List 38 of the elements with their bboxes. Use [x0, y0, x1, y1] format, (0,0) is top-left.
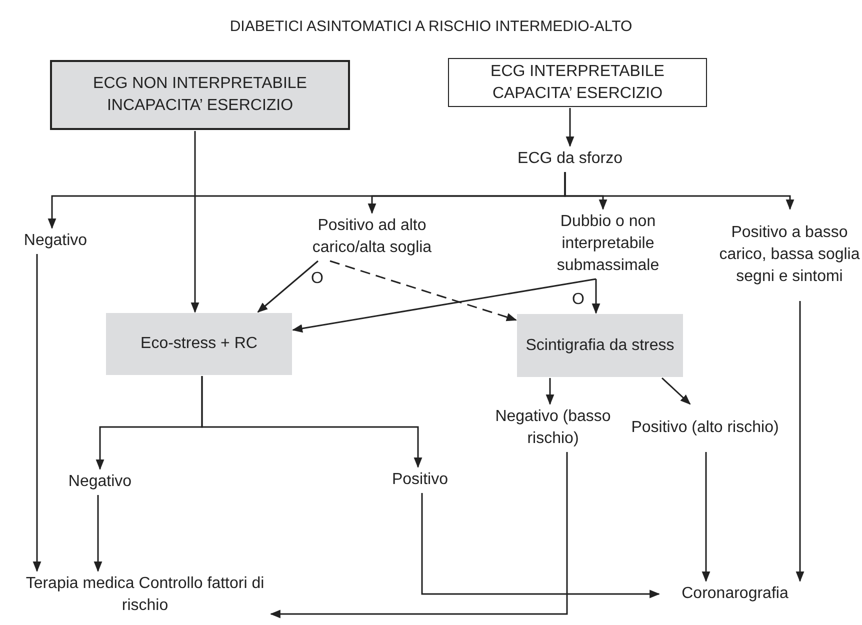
arrow — [190, 131, 200, 314]
arrow — [421, 493, 660, 598]
outcome-text: Coronarografia — [660, 582, 810, 606]
arrow — [566, 108, 574, 148]
outcome-text: Terapia medica Controllo fattori di rischio — [20, 572, 270, 618]
outcome-text: Positivo — [375, 468, 465, 492]
outcome-text: Negativo — [8, 229, 103, 253]
diagram-title: DIABETICI ASINTOMATICI A RISCHIO INTERMEDIO-ALTO — [228, 18, 634, 35]
process-box — [517, 314, 683, 377]
process-box — [106, 313, 292, 375]
or-label: O — [572, 291, 584, 309]
box-label: ECG NON INTERPRETABILE INCAPACITA’ ESERCIZIO — [92, 74, 308, 116]
arrow — [270, 452, 568, 618]
arrow — [796, 301, 804, 582]
or-label: O — [311, 270, 324, 288]
arrow — [564, 172, 794, 210]
outcome-text: Positivo ad alto carico/alta soglia — [282, 214, 462, 260]
box-label: Eco-stress + RC — [140, 334, 258, 354]
outcome-text: Positivo a basso carico, bassa soglia segni e sintomi — [717, 210, 862, 300]
outcome-text: ECG da sforzo — [495, 147, 645, 171]
outcome-text: Positivo (alto rischio) — [630, 405, 780, 451]
box-label: Scintigrafia da stress — [526, 336, 674, 356]
arrow — [702, 452, 710, 582]
box-label: ECG INTERPRETABILE CAPACITA’ ESERCIZIO — [490, 62, 666, 104]
process-box — [448, 58, 707, 107]
arrow — [592, 279, 600, 314]
arrow — [546, 378, 554, 406]
arrow — [94, 495, 102, 572]
outcome-text: Dubbio o non interpretabile submassimale — [518, 210, 698, 278]
arrow — [661, 377, 691, 405]
outcome-text: Negativo (basso rischio) — [478, 405, 628, 451]
arrow — [201, 376, 422, 468]
outcome-text: Negativo — [50, 470, 150, 494]
arrow — [292, 278, 596, 333]
arrow — [330, 260, 517, 322]
arrow — [32, 254, 42, 572]
arrow — [257, 260, 318, 313]
process-box — [50, 60, 350, 130]
